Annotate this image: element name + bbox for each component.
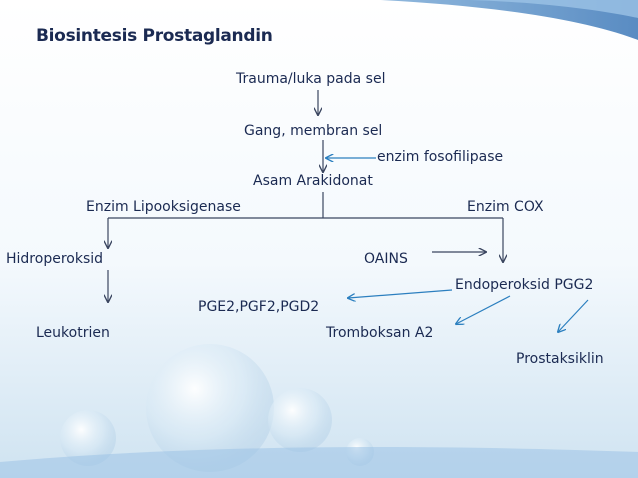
- node-enzim-cox: Enzim COX: [467, 199, 544, 215]
- orb-small: [60, 410, 116, 466]
- arrow-to-tromboksan: [456, 295, 511, 324]
- top-swoosh: [380, 0, 638, 40]
- node-trauma: Trauma/luka pada sel: [236, 71, 386, 87]
- node-hidroperoksid: Hidroperoksid: [6, 251, 104, 267]
- orb-large: [146, 344, 274, 472]
- node-pge2-pgf2-pgd2: PGE2,PGF2,PGD2: [198, 299, 320, 315]
- node-tromboksan-a2: Tromboksan A2: [326, 325, 434, 341]
- node-enzim-lipooksigenase: Enzim Lipooksigenase: [86, 199, 241, 215]
- bottom-swoosh: [0, 447, 638, 478]
- node-oains: OAINS: [364, 251, 408, 267]
- orb-medium: [268, 388, 332, 452]
- node-leukotrien: Leukotrien: [36, 325, 110, 341]
- arrow-to-prostaksiklin: [558, 299, 589, 332]
- slide-title: Biosintesis Prostaglandin: [36, 26, 273, 46]
- top-swoosh-light: [470, 0, 638, 18]
- node-prostaksiklin: Prostaksiklin: [516, 351, 604, 367]
- node-gangguan-membran: Gang, membran sel: [244, 123, 383, 139]
- node-enzim-fosfolipase: enzim fosofilipase: [377, 149, 504, 165]
- node-endoperoksid-pgg2: Endoperoksid PGG2: [455, 277, 594, 293]
- arrow-to-pge: [348, 289, 453, 298]
- node-asam-arakidonat: Asam Arakidonat: [253, 173, 373, 189]
